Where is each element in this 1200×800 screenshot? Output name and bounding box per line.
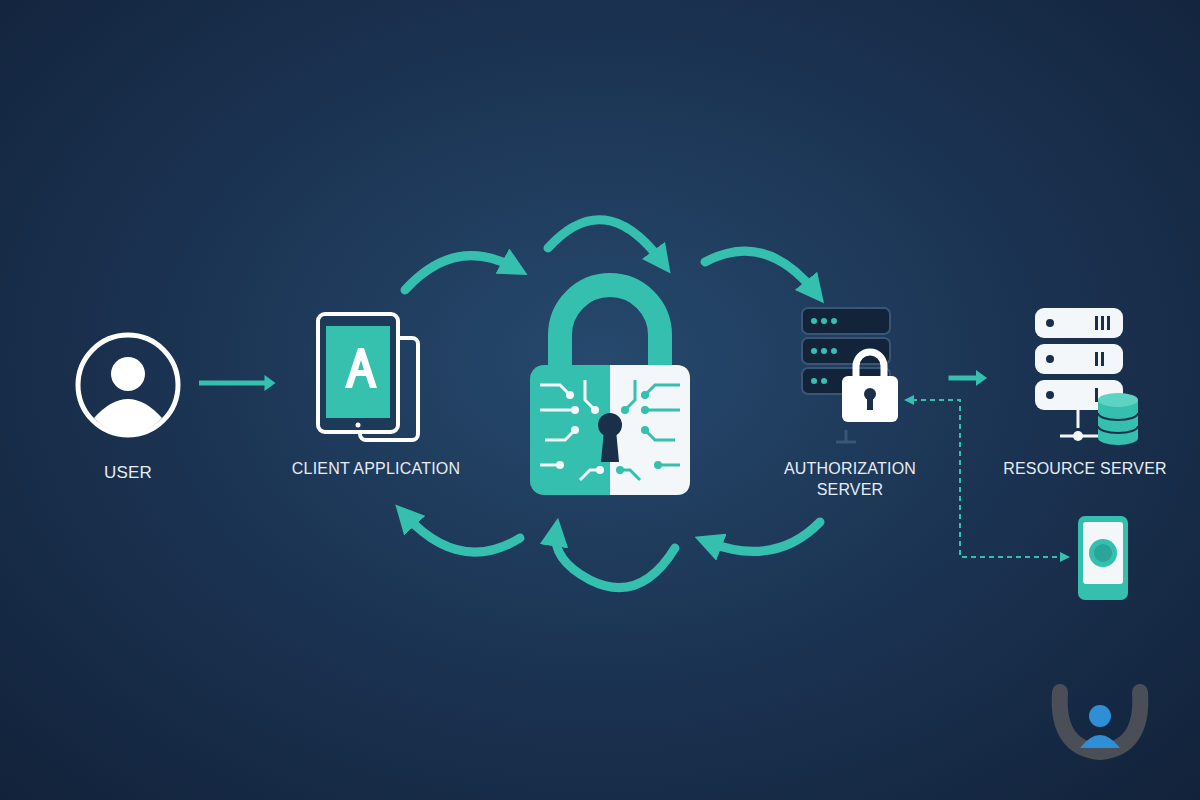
diagram-node: RESOURCE SERVER bbox=[999, 302, 1171, 479]
arrow-line bbox=[199, 381, 266, 386]
node-label: AUTHORIZATION SERVER bbox=[768, 458, 933, 500]
mobile-device bbox=[1078, 516, 1128, 600]
diagram-node: USER bbox=[69, 330, 187, 483]
node-label: USER bbox=[104, 462, 152, 483]
diagram-node: CLIENT APPLICATION bbox=[288, 308, 465, 479]
dashed-link bbox=[904, 395, 1070, 562]
arrow-line bbox=[949, 376, 978, 381]
node-label: CLIENT APPLICATION bbox=[292, 458, 460, 479]
diagram-node: AUTHORIZATION SERVER bbox=[764, 302, 937, 500]
resource-server-icon bbox=[1035, 308, 1138, 445]
padlock bbox=[530, 285, 690, 495]
flow-arrow bbox=[949, 370, 988, 386]
logo bbox=[1060, 692, 1141, 752]
auth-server-icon bbox=[802, 308, 898, 442]
client-icon bbox=[318, 314, 418, 440]
flow-arcs bbox=[405, 220, 820, 588]
arrow-head bbox=[976, 370, 987, 386]
arrow-head bbox=[265, 375, 276, 391]
user-icon bbox=[78, 335, 178, 435]
node-label: RESOURCE SERVER bbox=[1003, 458, 1167, 479]
flow-arrow bbox=[199, 375, 276, 391]
